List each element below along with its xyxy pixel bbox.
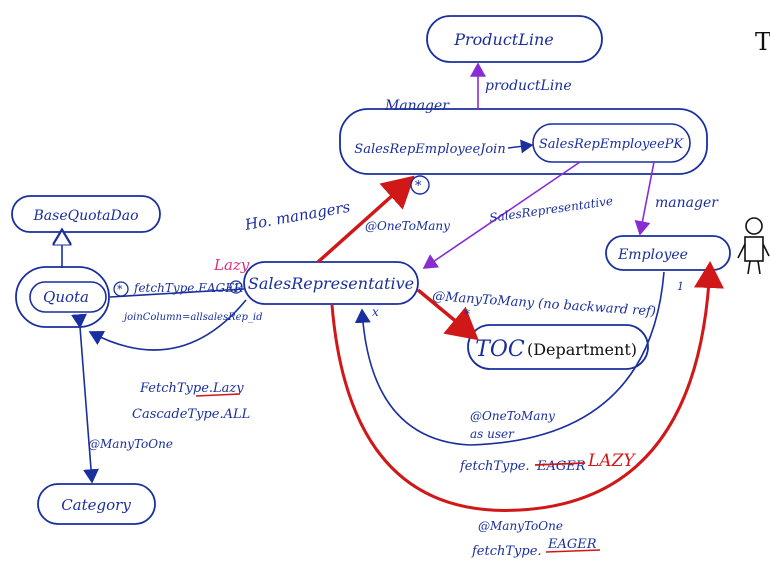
edge-salesrep-toc (416, 288, 479, 341)
join-column-label: joinColumn=allsalesRep_id (122, 312, 263, 323)
product-line-label: ProductLine (453, 30, 554, 49)
lazy-red-label: LAZY (587, 451, 636, 471)
node-employee[interactable]: Employee (605, 235, 731, 271)
circled-one-icon (229, 280, 243, 294)
base-quota-dao-label: BaseQuotaDao (33, 208, 139, 224)
node-sales-representative[interactable]: SalesRepresentative (243, 261, 419, 305)
edge-salesrep-quota (88, 299, 247, 351)
node-base-quota-dao[interactable]: BaseQuotaDao (11, 195, 161, 233)
star-small-circle-icon (113, 281, 129, 297)
node-sales-rep-employee-pk[interactable]: SalesRepEmployeePK (532, 123, 691, 163)
edge-join-pk (507, 139, 534, 154)
node-category[interactable]: Category (37, 483, 156, 525)
node-toc[interactable]: TOC (Department) (467, 324, 649, 370)
star-small-label: * (117, 283, 123, 296)
edge-quota-category (71, 313, 99, 484)
one-mark-label: 1 (677, 280, 684, 293)
node-product-line[interactable]: ProductLine (426, 15, 603, 63)
eager-bottom-label: EAGER (547, 537, 597, 552)
toc-label: TOC (475, 337, 525, 362)
fetch-type-lazy-label: FetchType.Lazy (139, 381, 244, 396)
star-circle-icon (410, 175, 430, 195)
sales-rep-employee-pk-label: SalesRepEmployeePK (539, 137, 685, 152)
edge-pk-employee (634, 161, 655, 236)
circled-one-label: 1 (233, 283, 239, 294)
edge-salesrep-join (316, 175, 415, 264)
node-quota[interactable]: Quota (29, 281, 107, 313)
manager-right-label: manager (655, 195, 719, 211)
many-to-one-left-label: @ManyToOne (88, 437, 173, 451)
x-mark-label: x (372, 305, 379, 319)
lazy-pink-label: Lazy (213, 256, 250, 274)
one-to-many-top-label: @OneToMany (365, 219, 450, 233)
employee-label: Employee (617, 247, 688, 263)
edge-employee-salesrep (354, 271, 665, 446)
quota-label: Quota (43, 288, 89, 306)
department-label: (Department) (527, 340, 637, 359)
eager-strike-line (534, 462, 586, 466)
fetch-eager-bottom-prefix-label: fetchType. (471, 544, 542, 559)
category-label: Category (61, 496, 131, 514)
product-line-rel-label: productLine (485, 78, 572, 94)
edge-salesrep-employee (330, 261, 724, 512)
node-sales-rep-employee-join[interactable]: SalesRepEmployeeJoin (339, 108, 708, 175)
star-toc-label: * (464, 307, 470, 321)
as-user-label: as user (470, 427, 515, 441)
fetch-eager-lazy-prefix-label: fetchType. (459, 459, 530, 474)
star-circle-label: * (415, 179, 422, 194)
sales-rep-employee-join-label: SalesRepEmployeeJoin (354, 142, 505, 157)
fetch-type-eager-label: fetchType.EAGER (133, 281, 243, 295)
cascade-all-label: CascadeType.ALL (132, 407, 250, 422)
lazy-underline (195, 393, 241, 397)
one-to-many-user-label: @OneToMany (470, 409, 555, 423)
edge-quota-salesrep (109, 288, 245, 298)
corner-letter: T (755, 28, 770, 56)
sales-representative-label: SalesRepresentative (248, 274, 414, 293)
person-icon (737, 217, 770, 275)
ho-managers-label: Ho. managers (243, 198, 352, 234)
manager-top-label: Manager (384, 98, 450, 114)
sales-representative-rel-label: SalesRepresentative (488, 194, 613, 225)
eager-bottom-underline (545, 549, 601, 553)
eager-struck-label: EAGER (536, 459, 586, 474)
edge-pk-salesrep (422, 161, 581, 269)
many-to-one-bottom-label: @ManyToOne (478, 519, 563, 533)
